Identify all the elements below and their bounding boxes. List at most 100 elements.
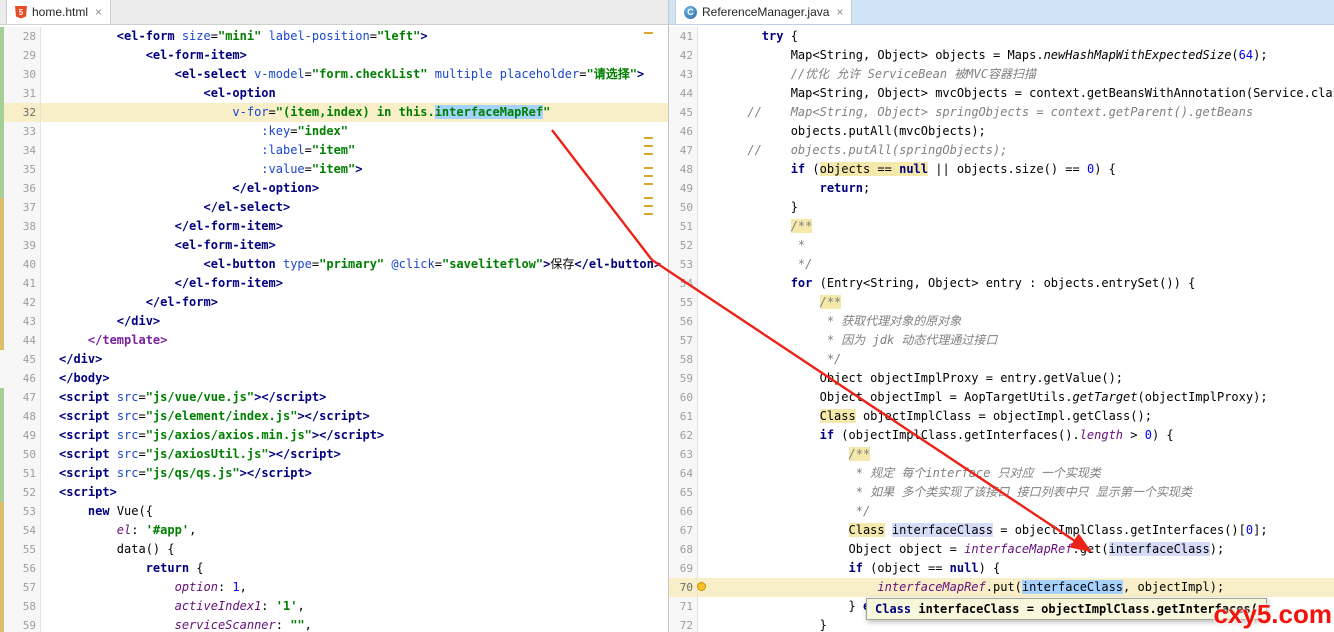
code-line[interactable]: 63 /** <box>669 445 1334 464</box>
code-line[interactable]: 49 return; <box>669 179 1334 198</box>
line-number[interactable]: 61 <box>669 407 698 426</box>
code-line[interactable]: 65 * 如果 多个类实现了该接口 接口列表中只 显示第一个实现类 <box>669 483 1334 502</box>
code-editor-java[interactable]: 41 try {42 Map<String, Object> objects =… <box>669 25 1334 632</box>
line-number[interactable]: 42 <box>0 293 41 312</box>
code-line[interactable]: 58 activeIndex1: '1', <box>0 597 668 616</box>
code-line[interactable]: 37 </el-select> <box>0 198 668 217</box>
code-line[interactable]: 44 </template> <box>0 331 668 350</box>
code-line[interactable]: 68 Object object = interfaceMapRef.get(i… <box>669 540 1334 559</box>
line-number[interactable]: 54 <box>0 521 41 540</box>
line-number[interactable]: 69 <box>669 559 698 578</box>
line-number[interactable]: 45 <box>669 103 698 122</box>
line-number[interactable]: 67 <box>669 521 698 540</box>
line-number[interactable]: 52 <box>669 236 698 255</box>
line-number[interactable]: 44 <box>669 84 698 103</box>
line-number[interactable]: 58 <box>669 350 698 369</box>
code-line[interactable]: 46</body> <box>0 369 668 388</box>
line-number[interactable]: 52 <box>0 483 41 502</box>
line-number[interactable]: 50 <box>0 445 41 464</box>
code-line[interactable]: 56 return { <box>0 559 668 578</box>
line-number[interactable]: 49 <box>0 426 41 445</box>
code-line[interactable]: 55 data() { <box>0 540 668 559</box>
line-number[interactable]: 59 <box>669 369 698 388</box>
line-number[interactable]: 39 <box>0 236 41 255</box>
line-number[interactable]: 34 <box>0 141 41 160</box>
line-number[interactable]: 44 <box>0 331 41 350</box>
code-line[interactable]: 40 <el-button type="primary" @click="sav… <box>0 255 668 274</box>
code-line[interactable]: 54 for (Entry<String, Object> entry : ob… <box>669 274 1334 293</box>
code-line[interactable]: 67 Class interfaceClass = objectImplClas… <box>669 521 1334 540</box>
line-number[interactable]: 43 <box>669 65 698 84</box>
line-number[interactable]: 38 <box>0 217 41 236</box>
code-line[interactable]: 33 :key="index" <box>0 122 668 141</box>
line-number[interactable]: 46 <box>669 122 698 141</box>
code-line[interactable]: 30 <el-select v-model="form.checkList" m… <box>0 65 668 84</box>
line-number[interactable]: 68 <box>669 540 698 559</box>
tab-close-icon[interactable]: × <box>836 5 844 19</box>
line-number[interactable]: 58 <box>0 597 41 616</box>
line-number[interactable]: 35 <box>0 160 41 179</box>
code-line[interactable]: 42 </el-form> <box>0 293 668 312</box>
line-number[interactable]: 49 <box>669 179 698 198</box>
line-number[interactable]: 64 <box>669 464 698 483</box>
line-number[interactable]: 62 <box>669 426 698 445</box>
code-line[interactable]: 69 if (object == null) { <box>669 559 1334 578</box>
line-number[interactable]: 72 <box>669 616 698 632</box>
code-line[interactable]: 36 </el-option> <box>0 179 668 198</box>
line-number[interactable]: 66 <box>669 502 698 521</box>
code-line[interactable]: 53 new Vue({ <box>0 502 668 521</box>
tab-referencemanager-java[interactable]: C ReferenceManager.java × <box>675 0 853 24</box>
line-number[interactable]: 41 <box>669 27 698 46</box>
code-line[interactable]: 43 </div> <box>0 312 668 331</box>
line-number[interactable]: 47 <box>669 141 698 160</box>
code-line[interactable]: 70 interfaceMapRef.put(interfaceClass, o… <box>669 578 1334 597</box>
line-number[interactable]: 70 <box>669 578 698 597</box>
line-number[interactable]: 29 <box>0 46 41 65</box>
code-line[interactable]: 41 try { <box>669 27 1334 46</box>
code-line[interactable]: 51<script src="js/qs/qs.js"></script> <box>0 464 668 483</box>
code-line[interactable]: 28 <el-form size="mini" label-position="… <box>0 27 668 46</box>
line-number[interactable]: 45 <box>0 350 41 369</box>
line-number[interactable]: 43 <box>0 312 41 331</box>
code-line[interactable]: 53 */ <box>669 255 1334 274</box>
line-number[interactable]: 46 <box>0 369 41 388</box>
code-line[interactable]: 64 * 规定 每个interface 只对应 一个实现类 <box>669 464 1334 483</box>
code-line[interactable]: 41 </el-form-item> <box>0 274 668 293</box>
line-number[interactable]: 48 <box>669 160 698 179</box>
line-number[interactable]: 50 <box>669 198 698 217</box>
line-number[interactable]: 51 <box>0 464 41 483</box>
code-line[interactable]: 44 Map<String, Object> mvcObjects = cont… <box>669 84 1334 103</box>
line-number[interactable]: 65 <box>669 483 698 502</box>
code-line[interactable]: 55 /** <box>669 293 1334 312</box>
code-line[interactable]: 51 /** <box>669 217 1334 236</box>
code-line[interactable]: 72 } <box>669 616 1334 632</box>
code-line[interactable]: 56 * 获取代理对象的原对象 <box>669 312 1334 331</box>
tab-home-html[interactable]: 5 home.html × <box>6 0 112 24</box>
code-line[interactable]: 38 </el-form-item> <box>0 217 668 236</box>
code-line[interactable]: 45</div> <box>0 350 668 369</box>
code-line[interactable]: 32 v-for="(item,index) in this.interface… <box>0 103 668 122</box>
code-line[interactable]: 48<script src="js/element/index.js"></sc… <box>0 407 668 426</box>
line-number[interactable]: 59 <box>0 616 41 632</box>
line-number[interactable]: 31 <box>0 84 41 103</box>
line-number[interactable]: 48 <box>0 407 41 426</box>
code-line[interactable]: 46 objects.putAll(mvcObjects); <box>669 122 1334 141</box>
line-number[interactable]: 42 <box>669 46 698 65</box>
code-line[interactable]: 48 if (objects == null || objects.size()… <box>669 160 1334 179</box>
code-line[interactable]: 34 :label="item" <box>0 141 668 160</box>
line-number[interactable]: 47 <box>0 388 41 407</box>
code-line[interactable]: 59 Object objectImplProxy = entry.getVal… <box>669 369 1334 388</box>
line-number[interactable]: 55 <box>0 540 41 559</box>
code-line[interactable]: 49<script src="js/axios/axios.min.js"></… <box>0 426 668 445</box>
line-number[interactable]: 51 <box>669 217 698 236</box>
line-number[interactable]: 56 <box>0 559 41 578</box>
line-number[interactable]: 37 <box>0 198 41 217</box>
code-line[interactable]: 43 //优化 允许 ServiceBean 被MVC容器扫描 <box>669 65 1334 84</box>
line-number[interactable]: 55 <box>669 293 698 312</box>
code-line[interactable]: 60 Object objectImpl = AopTargetUtils.ge… <box>669 388 1334 407</box>
tab-close-icon[interactable]: × <box>95 5 103 19</box>
code-line[interactable]: 47 // objects.putAll(springObjects); <box>669 141 1334 160</box>
line-number[interactable]: 53 <box>669 255 698 274</box>
line-number[interactable]: 33 <box>0 122 41 141</box>
line-number[interactable]: 71 <box>669 597 698 616</box>
